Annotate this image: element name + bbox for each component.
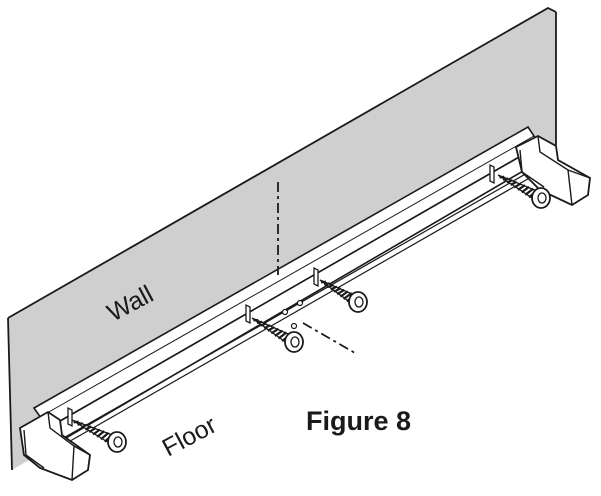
screw-thread xyxy=(339,290,349,298)
screw-socket xyxy=(537,192,547,204)
screw-thread xyxy=(92,428,101,436)
screw-thread xyxy=(256,320,263,325)
screw-thread xyxy=(499,175,505,179)
screw xyxy=(489,163,551,209)
screw-thread xyxy=(510,180,518,186)
screw-socket xyxy=(354,296,364,308)
screw-thread xyxy=(80,423,88,429)
screw-thread xyxy=(502,177,509,181)
screw-thread xyxy=(77,422,84,426)
screw-thread xyxy=(330,285,338,291)
screw-thread xyxy=(88,427,97,433)
screw-thread xyxy=(277,331,288,340)
screw-thread xyxy=(270,327,280,335)
screw-thread xyxy=(73,420,79,424)
screw-socket xyxy=(113,436,123,448)
screw-socket xyxy=(290,336,300,348)
screw-thread xyxy=(267,326,275,332)
screw-thread xyxy=(253,318,259,322)
screw-thread xyxy=(517,184,526,191)
left-end-bracket xyxy=(19,410,91,481)
screw-thread xyxy=(513,182,522,189)
screws-group xyxy=(67,163,551,453)
screw-thread xyxy=(320,280,327,284)
center-line xyxy=(277,182,356,354)
screw-thread xyxy=(327,283,334,289)
screw-thread xyxy=(336,288,345,296)
screw-thread xyxy=(84,425,92,431)
screw-clip xyxy=(489,163,495,185)
screw-thread xyxy=(506,179,514,184)
screw-thread xyxy=(96,430,105,438)
figure-caption: Figure 8 xyxy=(306,406,411,436)
screw-thread xyxy=(260,322,267,327)
screw-thread xyxy=(342,292,353,300)
screw-thread xyxy=(274,329,284,337)
screw-thread xyxy=(323,282,330,286)
screw xyxy=(67,406,127,453)
screw-thread xyxy=(520,186,530,194)
screw xyxy=(245,303,304,353)
floor-label: Floor xyxy=(158,411,221,462)
screw-clip xyxy=(245,303,251,325)
screw-clip xyxy=(67,406,73,428)
screw-thread xyxy=(524,187,534,196)
screw-clip xyxy=(313,266,319,288)
screw-thread xyxy=(333,287,342,293)
right-end-bracket xyxy=(514,134,591,207)
screw-thread xyxy=(263,324,271,330)
screw xyxy=(313,266,368,313)
screw-thread xyxy=(100,431,110,441)
